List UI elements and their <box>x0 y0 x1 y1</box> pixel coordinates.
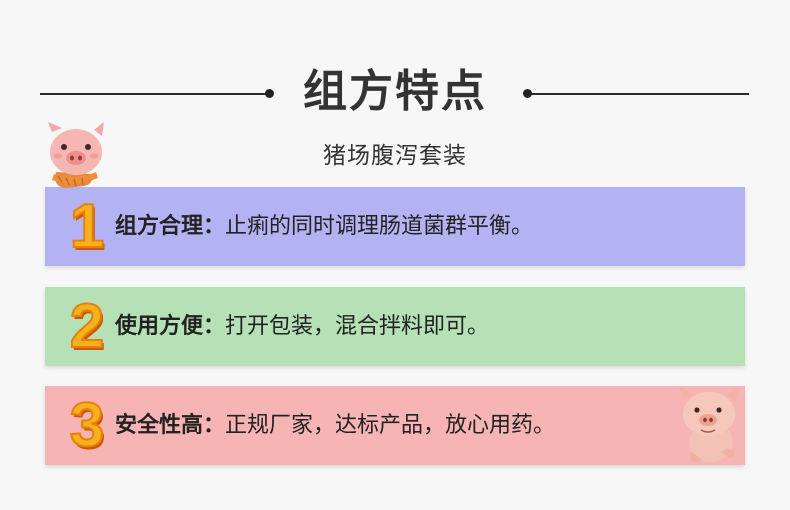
feature-label-2: 使用方便： <box>115 314 226 339</box>
feature-card-1: 1 组方合理：止痢的同时调理肠道菌群平衡。 <box>45 187 745 266</box>
pig-with-scarf-icon <box>48 122 104 188</box>
page-title: 组方特点 <box>303 66 487 117</box>
title-divider-right <box>530 93 749 95</box>
feature-label-3: 安全性高： <box>115 413 226 438</box>
feature-text-row-1: 组方合理：止痢的同时调理肠道菌群平衡。 <box>115 187 533 266</box>
feature-text-row-2: 使用方便：打开包装，混合拌料即可。 <box>115 287 489 366</box>
feature-number-3: 3 <box>69 390 105 461</box>
feature-card-3: 3 安全性高：正规厂家，达标产品，放心用药。 <box>45 386 745 465</box>
feature-label-1: 组方合理： <box>115 214 226 239</box>
feature-desc-3: 正规厂家，达标产品，放心用药。 <box>225 413 556 438</box>
feature-text-row-3: 安全性高：正规厂家，达标产品，放心用药。 <box>115 386 555 465</box>
title-divider-left <box>40 93 268 95</box>
title-dot-right <box>523 89 532 98</box>
feature-card-2: 2 使用方便：打开包装，混合拌料即可。 <box>45 287 745 366</box>
page-subtitle: 猪场腹泻套装 <box>323 143 467 169</box>
feature-number-1: 1 <box>69 191 105 262</box>
title-dot-left <box>265 89 274 98</box>
feature-desc-1: 止痢的同时调理肠道菌群平衡。 <box>225 214 534 239</box>
sitting-pig-icon <box>679 386 739 462</box>
feature-number-2: 2 <box>69 291 105 362</box>
feature-desc-2: 打开包装，混合拌料即可。 <box>225 314 490 339</box>
